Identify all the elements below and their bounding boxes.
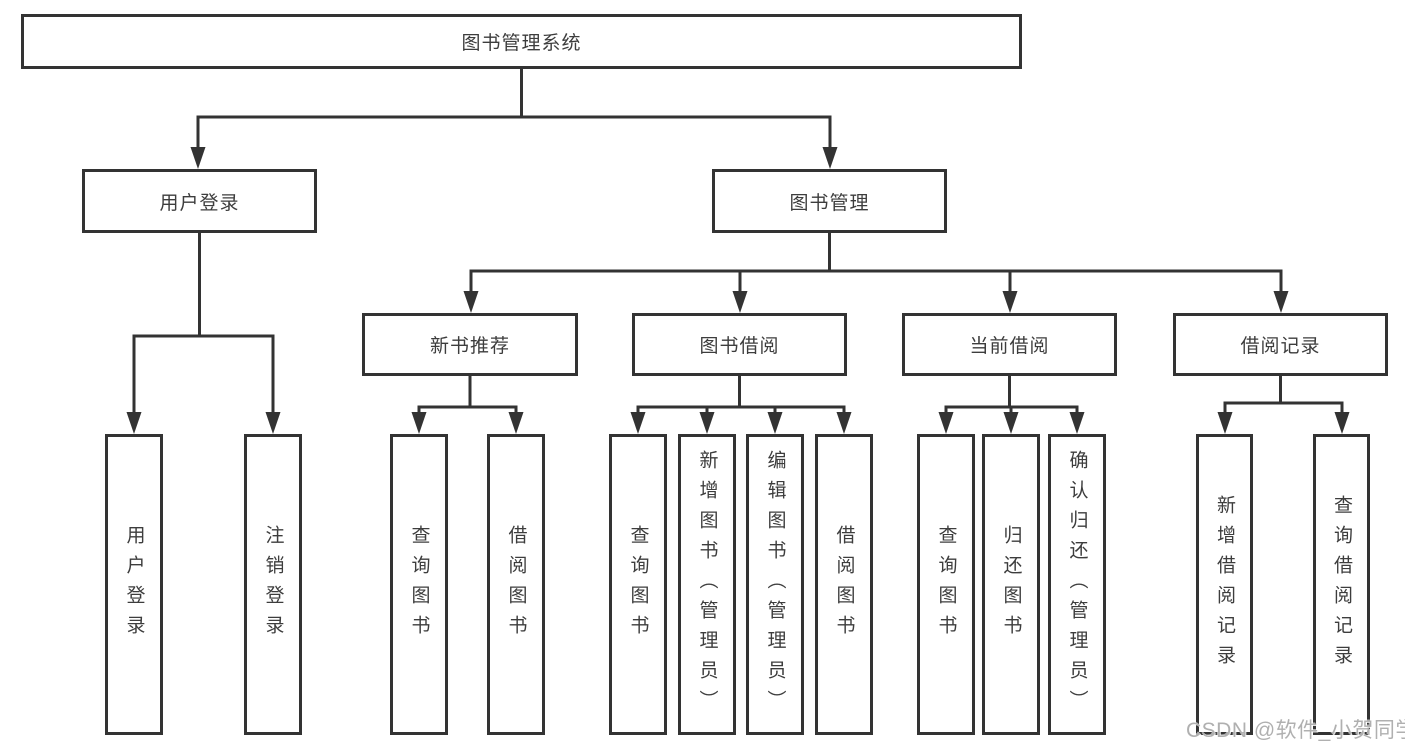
leaf-label: 确认归还（管理员） <box>1066 449 1088 720</box>
leaf-query-books-current: 查询图书 <box>917 434 975 735</box>
leaf-edit-books-admin: 编辑图书（管理员） <box>746 434 804 735</box>
node-label: 借阅记录 <box>1240 336 1321 357</box>
leaf-label: 归还图书 <box>1000 524 1022 645</box>
leaf-borrow-books: 借阅图书 <box>815 434 873 735</box>
node-system-root: 图书管理系统 <box>21 14 1022 69</box>
leaf-label: 查询图书 <box>627 524 649 645</box>
node-label: 图书管理 <box>789 192 870 214</box>
leaf-label: 新增借阅记录 <box>1214 494 1235 675</box>
leaf-label: 借阅图书 <box>833 524 855 645</box>
leaf-query-books-recommend: 查询图书 <box>390 434 448 735</box>
leaf-user-login: 用户登录 <box>105 434 163 735</box>
node-label: 当前借阅 <box>969 336 1050 357</box>
leaf-query-books-borrow: 查询图书 <box>609 434 667 735</box>
node-borrowing-records: 借阅记录 <box>1173 313 1388 376</box>
leaf-borrow-books-recommend: 借阅图书 <box>487 434 545 735</box>
leaf-label: 用户登录 <box>123 524 145 645</box>
leaf-query-borrow-record: 查询借阅记录 <box>1313 434 1370 735</box>
node-label: 用户登录 <box>159 192 240 214</box>
node-current-borrowing: 当前借阅 <box>902 313 1117 376</box>
leaf-add-borrow-record: 新增借阅记录 <box>1196 434 1253 735</box>
node-label: 图书借阅 <box>699 336 780 357</box>
leaf-label: 编辑图书（管理员） <box>764 449 786 720</box>
node-new-book-recommendation: 新书推荐 <box>362 313 578 376</box>
leaf-label: 查询借阅记录 <box>1331 494 1352 675</box>
node-book-borrowing: 图书借阅 <box>632 313 847 376</box>
leaf-logout: 注销登录 <box>244 434 302 735</box>
node-book-management: 图书管理 <box>712 169 947 233</box>
node-label: 图书管理系统 <box>461 33 582 54</box>
leaf-label: 查询图书 <box>408 524 430 645</box>
leaf-label: 新增图书（管理员） <box>696 449 718 720</box>
leaf-label: 查询图书 <box>935 524 957 645</box>
node-label: 新书推荐 <box>429 336 510 357</box>
leaf-return-books: 归还图书 <box>982 434 1040 735</box>
leaf-label: 注销登录 <box>262 524 284 645</box>
csdn-watermark: CSDN @软件_小贺同学 <box>1186 719 1405 742</box>
leaf-label: 借阅图书 <box>505 524 527 645</box>
node-user-login: 用户登录 <box>82 169 317 233</box>
leaf-confirm-return-admin: 确认归还（管理员） <box>1048 434 1106 735</box>
leaf-add-books-admin: 新增图书（管理员） <box>678 434 736 735</box>
